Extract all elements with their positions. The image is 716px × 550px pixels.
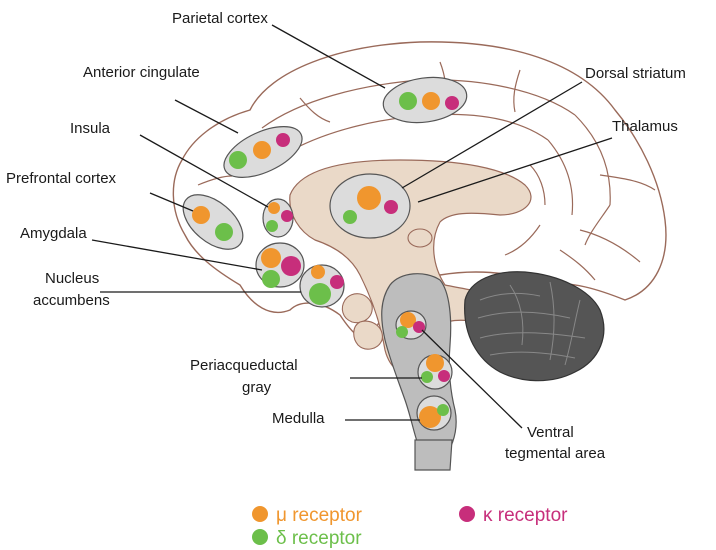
cerebellum (465, 272, 604, 381)
insula-mu-dot (268, 202, 280, 214)
pag-delta-dot (421, 371, 433, 383)
cingulate-delta-dot (229, 151, 247, 169)
label-periacqueductal: Periacqueductal (190, 357, 298, 374)
label-ventral: Ventral (527, 424, 574, 441)
brainstem-lower (415, 440, 452, 470)
label-insula: Insula (70, 120, 111, 137)
striatum-kappa-dot (384, 200, 398, 214)
pag-kappa-dot (438, 370, 450, 382)
parietal-delta-dot (399, 92, 417, 110)
striatum-mu-dot (357, 186, 381, 210)
pag-mu-dot (426, 354, 444, 372)
label-tegmental-area: tegmental area (505, 445, 606, 462)
legend-mu-label: μ receptor (276, 505, 363, 526)
insula-delta-dot (266, 220, 278, 232)
label-nucleus: Nucleus (45, 270, 99, 287)
parietal-mu-dot (422, 92, 440, 110)
amygdala-mu-dot (261, 248, 281, 268)
insula-kappa-dot (281, 210, 293, 222)
label-gray: gray (242, 379, 272, 396)
cingulate-mu-dot (253, 141, 271, 159)
label-parietal-cortex: Parietal cortex (172, 10, 268, 27)
accumbens-delta-dot (309, 283, 331, 305)
amygdala-delta-dot (262, 270, 280, 288)
label-prefrontal-cortex: Prefrontal cortex (6, 170, 117, 187)
label-dorsal-striatum: Dorsal striatum (585, 65, 686, 82)
accumbens-mu-dot (311, 265, 325, 279)
striatum-delta-dot (343, 210, 357, 224)
prefrontal-mu-dot (192, 206, 210, 224)
cingulate-kappa-dot (276, 133, 290, 147)
label-medulla: Medulla (272, 410, 325, 427)
legend-mu-swatch (252, 506, 268, 522)
tan-bump (342, 294, 372, 323)
legend-delta-swatch (252, 529, 268, 545)
legend-kappa-swatch (459, 506, 475, 522)
vta-delta-dot (396, 326, 408, 338)
parietal-kappa-dot (445, 96, 459, 110)
label-thalamus: Thalamus (612, 118, 678, 135)
legend: μ receptor κ receptor δ receptor (252, 505, 568, 549)
tan-bump-3 (408, 229, 432, 247)
legend-kappa-label: κ receptor (483, 505, 568, 526)
label-accumbens: accumbens (33, 292, 110, 309)
accumbens-kappa-dot (330, 275, 344, 289)
label-amygdala: Amygdala (20, 225, 87, 242)
amygdala-kappa-dot (281, 256, 301, 276)
prefrontal-delta-dot (215, 223, 233, 241)
legend-delta-label: δ receptor (276, 528, 362, 549)
medulla-delta-dot (437, 404, 449, 416)
label-anterior-cingulate: Anterior cingulate (83, 64, 200, 81)
